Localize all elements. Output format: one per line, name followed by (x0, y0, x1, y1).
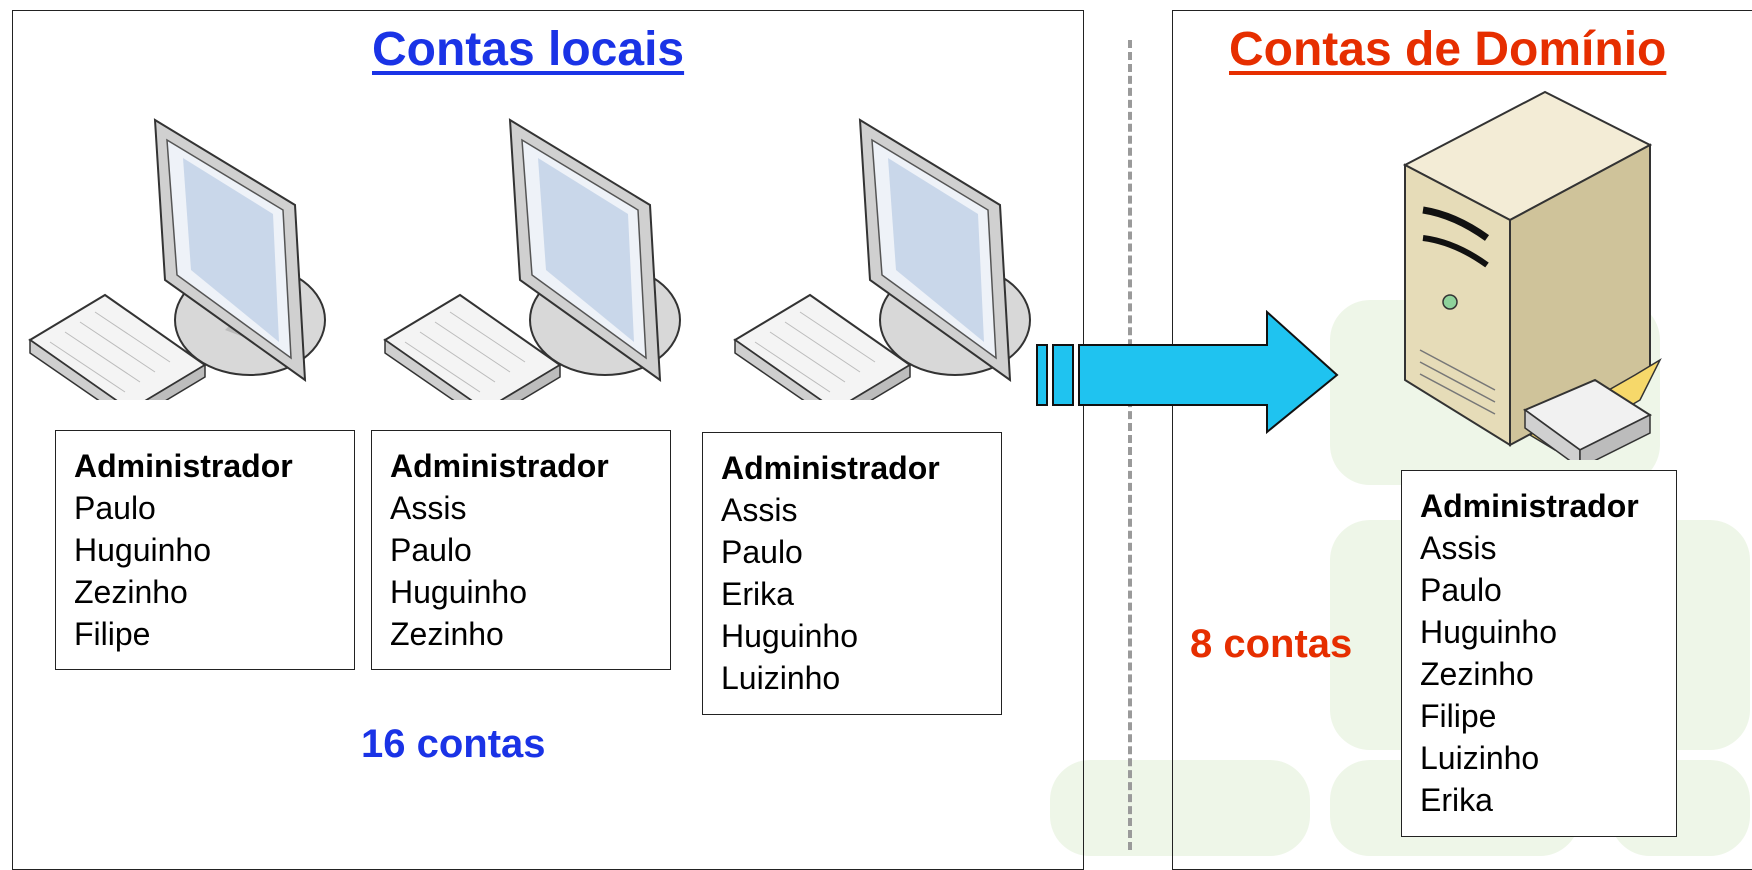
panel-divider (1128, 40, 1132, 850)
account-name: Huguinho (721, 618, 858, 654)
account-header: Administrador (721, 450, 940, 486)
desktop-computer-icon (28, 118, 326, 400)
local-accounts-title: Contas locais (372, 23, 685, 76)
computer-3-accounts: Administrador Assis Paulo Erika Huguinho… (702, 432, 1002, 715)
account-name: Filipe (1420, 698, 1497, 734)
background-tile (1050, 760, 1310, 856)
account-name: Erika (721, 576, 794, 612)
local-accounts-count: 16 contas (361, 722, 546, 766)
account-name: Filipe (74, 616, 151, 652)
account-name: Huguinho (1420, 614, 1557, 650)
account-name: Assis (721, 492, 798, 528)
desktop-computer-icon (733, 118, 1031, 400)
domain-accounts-list: Administrador Assis Paulo Huguinho Zezin… (1401, 470, 1677, 837)
domain-accounts-title: Contas de Domínio (1229, 23, 1667, 76)
computer-2-accounts: Administrador Assis Paulo Huguinho Zezin… (371, 430, 671, 670)
account-name: Assis (1420, 530, 1497, 566)
account-name: Huguinho (74, 532, 211, 568)
account-name: Erika (1420, 782, 1493, 818)
account-name: Paulo (721, 534, 803, 570)
account-name: Paulo (1420, 572, 1502, 608)
account-header: Administrador (74, 448, 293, 484)
account-header: Administrador (1420, 488, 1639, 524)
account-name: Luizinho (1420, 740, 1540, 776)
account-name: Luizinho (721, 660, 841, 696)
desktop-computer-icon (383, 118, 681, 400)
account-name: Paulo (390, 532, 472, 568)
account-header: Administrador (390, 448, 609, 484)
domain-accounts-count: 8 contas (1190, 622, 1353, 666)
account-name: Assis (390, 490, 467, 526)
account-name: Zezinho (390, 616, 504, 652)
server-tower-icon (1402, 90, 1662, 460)
account-name: Zezinho (1420, 656, 1534, 692)
account-name: Paulo (74, 490, 156, 526)
account-name: Zezinho (74, 574, 188, 610)
right-arrow-icon (1036, 310, 1339, 435)
account-name: Huguinho (390, 574, 527, 610)
computer-1-accounts: Administrador Paulo Huguinho Zezinho Fil… (55, 430, 355, 670)
